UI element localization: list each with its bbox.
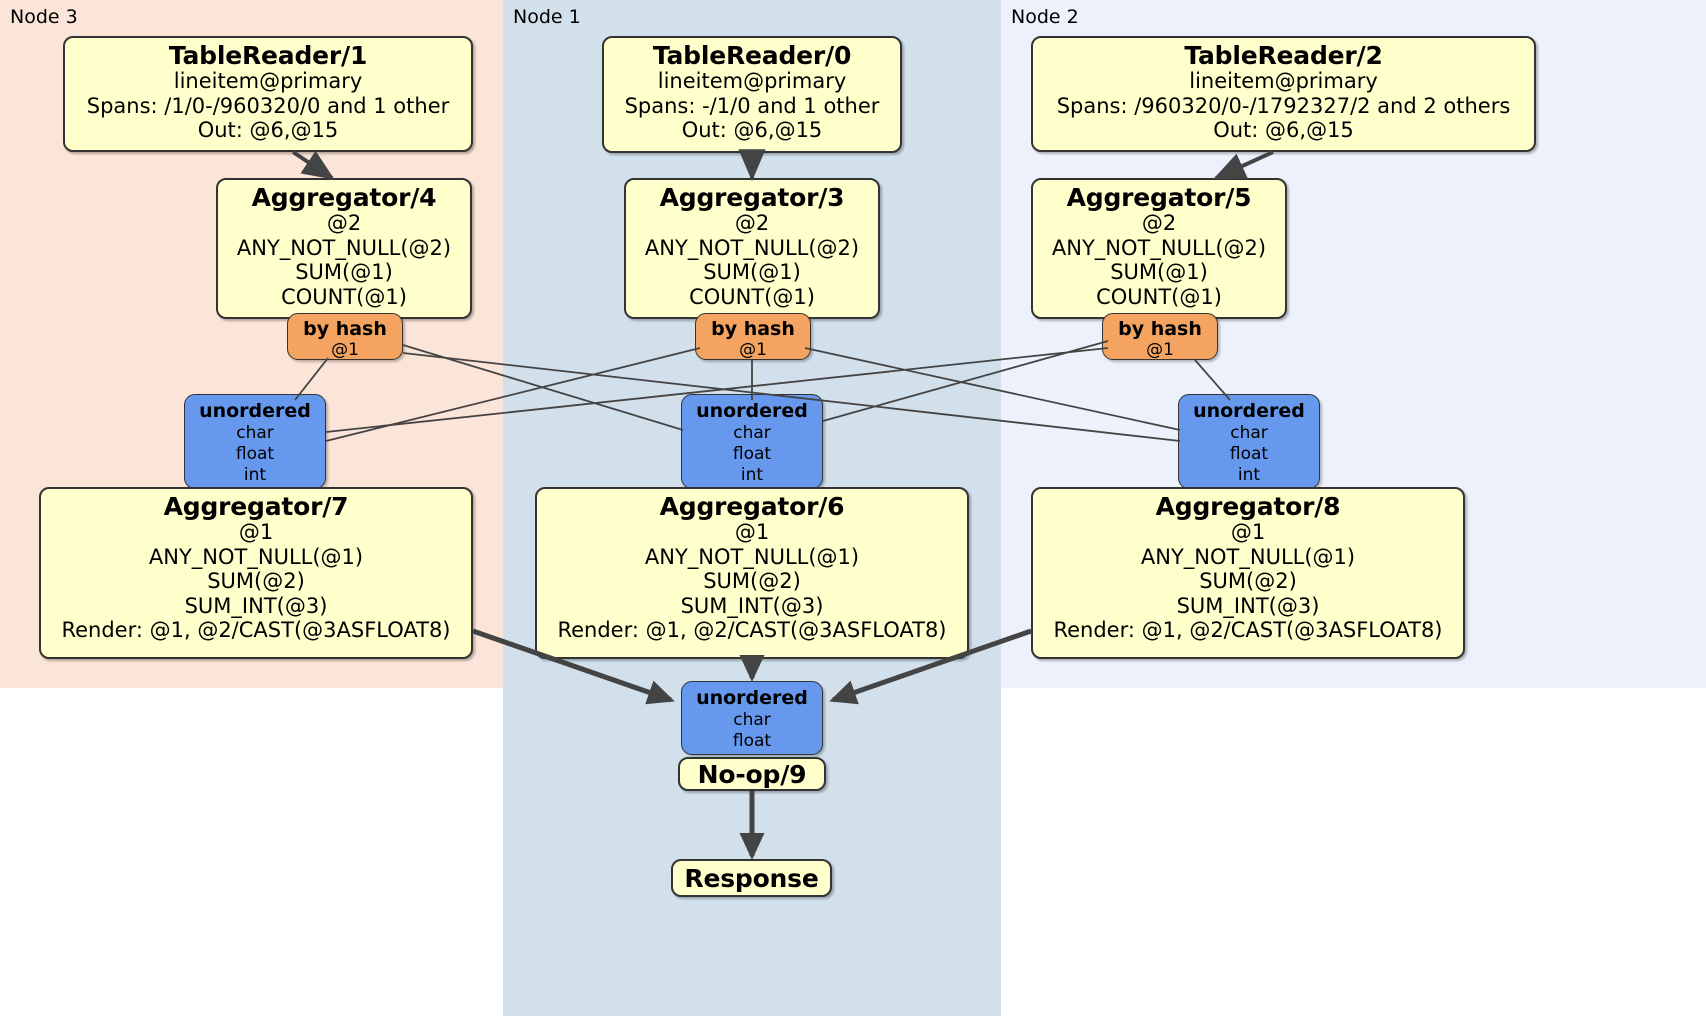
receiver-title: unordered: [696, 400, 808, 422]
processor-detail: SUM(@2): [703, 569, 801, 594]
processor-detail: Render: @1, @2/CAST(@3ASFLOAT8): [1053, 618, 1443, 643]
receiver-type: float: [235, 444, 275, 465]
processor-detail: SUM(@1): [295, 260, 393, 285]
router-byhash-node2[interactable]: by hash @1: [1102, 313, 1218, 360]
processor-detail: ANY_NOT_NULL(@2): [1051, 235, 1267, 260]
processor-detail: lineitem@primary: [657, 69, 847, 93]
processor-detail: ANY_NOT_NULL(@2): [644, 235, 860, 260]
receiver-type: char: [236, 422, 274, 443]
router-detail: @1: [331, 339, 359, 360]
router-detail: @1: [739, 339, 767, 360]
processor-detail: SUM(@1): [1110, 260, 1208, 285]
processor-detail: ANY_NOT_NULL(@1): [148, 544, 364, 569]
processor-detail: COUNT(@1): [1096, 284, 1222, 309]
router-byhash-node3[interactable]: by hash @1: [287, 313, 403, 360]
processor-aggregator3[interactable]: Aggregator/3 @2 ANY_NOT_NULL(@2) SUM(@1)…: [624, 178, 880, 319]
processor-detail: ANY_NOT_NULL(@1): [1140, 544, 1356, 569]
processor-detail: @1: [1230, 520, 1266, 544]
processor-aggregator4[interactable]: Aggregator/4 @2 ANY_NOT_NULL(@2) SUM(@1)…: [216, 178, 472, 319]
node-panel-label-node3: Node 3: [10, 6, 78, 28]
processor-title: Aggregator/4: [251, 183, 437, 212]
processor-aggregator5[interactable]: Aggregator/5 @2 ANY_NOT_NULL(@2) SUM(@1)…: [1031, 178, 1287, 319]
processor-detail: Spans: /1/0-/960320/0 and 1 other: [86, 93, 450, 118]
processor-detail: @1: [238, 520, 274, 544]
receiver-type: char: [1230, 422, 1268, 443]
processor-detail: Render: @1, @2/CAST(@3ASFLOAT8): [557, 618, 947, 643]
processor-detail: @2: [1141, 211, 1177, 235]
processor-tablereader1[interactable]: TableReader/1 lineitem@primary Spans: /1…: [63, 36, 473, 152]
processor-title: TableReader/2: [1184, 41, 1383, 70]
receiver-type: int: [1237, 465, 1261, 486]
router-title: by hash: [1118, 318, 1202, 340]
receiver-unordered-node2[interactable]: unordered char float int: [1178, 394, 1320, 489]
processor-title: Aggregator/6: [659, 492, 845, 521]
processor-aggregator8[interactable]: Aggregator/8 @1 ANY_NOT_NULL(@1) SUM(@2)…: [1031, 487, 1465, 659]
processor-detail: COUNT(@1): [689, 284, 815, 309]
receiver-type: float: [1229, 444, 1269, 465]
processor-detail: SUM(@2): [1199, 569, 1297, 594]
processor-response[interactable]: Response: [671, 859, 832, 897]
processor-detail: @1: [734, 520, 770, 544]
processor-detail: SUM_INT(@3): [680, 593, 824, 618]
processor-aggregator6[interactable]: Aggregator/6 @1 ANY_NOT_NULL(@1) SUM(@2)…: [535, 487, 969, 659]
node-panel-label-node1: Node 1: [513, 6, 581, 28]
receiver-type: char: [733, 709, 771, 730]
processor-title: TableReader/0: [652, 41, 852, 70]
processor-title: Aggregator/7: [163, 492, 349, 521]
processor-detail: Spans: /960320/0-/1792327/2 and 2 others: [1056, 93, 1511, 118]
processor-detail: SUM_INT(@3): [1176, 593, 1320, 618]
processor-detail: Spans: -/1/0 and 1 other: [624, 93, 880, 118]
receiver-title: unordered: [199, 400, 311, 422]
processor-title: Aggregator/8: [1155, 492, 1341, 521]
processor-detail: SUM_INT(@3): [184, 593, 328, 618]
processor-detail: SUM(@1): [703, 260, 801, 285]
processor-detail: @2: [326, 211, 362, 235]
receiver-unordered-node3[interactable]: unordered char float int: [184, 394, 326, 489]
receiver-type: float: [732, 731, 772, 752]
processor-noop9[interactable]: No-op/9: [678, 757, 826, 791]
processor-title: No-op/9: [697, 759, 807, 789]
processor-title: Aggregator/3: [659, 183, 845, 212]
processor-detail: Out: @6,@15: [197, 118, 339, 143]
processor-detail: Render: @1, @2/CAST(@3ASFLOAT8): [61, 618, 451, 643]
node-panel-label-node2: Node 2: [1011, 6, 1079, 28]
router-detail: @1: [1146, 339, 1174, 360]
receiver-type: int: [243, 465, 267, 486]
processor-detail: lineitem@primary: [1189, 69, 1378, 93]
processor-tablereader0[interactable]: TableReader/0 lineitem@primary Spans: -/…: [602, 36, 902, 153]
router-title: by hash: [303, 318, 387, 340]
receiver-type: int: [740, 465, 764, 486]
receiver-title: unordered: [1193, 400, 1305, 422]
router-byhash-node1[interactable]: by hash @1: [695, 313, 811, 360]
processor-detail: ANY_NOT_NULL(@2): [236, 235, 452, 260]
receiver-title: unordered: [696, 687, 808, 709]
processor-title: Aggregator/5: [1066, 183, 1252, 212]
processor-detail: Out: @6,@15: [1213, 118, 1354, 143]
processor-detail: COUNT(@1): [281, 284, 407, 309]
processor-detail: SUM(@2): [207, 569, 305, 594]
processor-aggregator7[interactable]: Aggregator/7 @1 ANY_NOT_NULL(@1) SUM(@2)…: [39, 487, 473, 659]
router-title: by hash: [711, 318, 795, 340]
processor-title: TableReader/1: [168, 41, 368, 70]
receiver-unordered-final[interactable]: unordered char float: [681, 681, 823, 755]
receiver-unordered-node1[interactable]: unordered char float int: [681, 394, 823, 489]
processor-detail: Out: @6,@15: [681, 118, 823, 143]
processor-detail: lineitem@primary: [173, 69, 363, 93]
processor-detail: @2: [734, 211, 770, 235]
receiver-type: char: [733, 422, 771, 443]
processor-tablereader2[interactable]: TableReader/2 lineitem@primary Spans: /9…: [1031, 36, 1536, 152]
receiver-type: float: [732, 444, 772, 465]
processor-title: Response: [684, 863, 819, 893]
processor-detail: ANY_NOT_NULL(@1): [644, 544, 860, 569]
